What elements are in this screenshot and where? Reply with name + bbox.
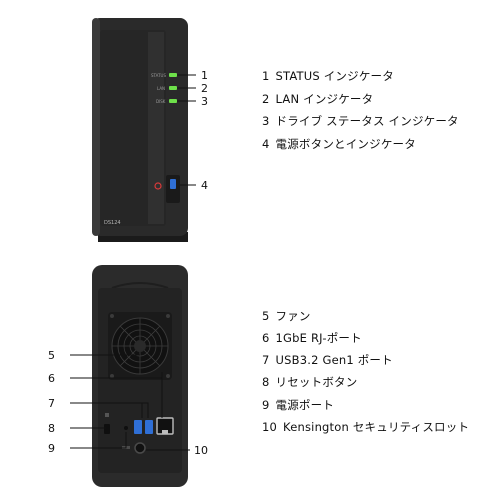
rear-view: 5 6 7 8 9 10 [48, 265, 208, 487]
led-label-status: STATUS [151, 73, 166, 78]
fan-screw [110, 374, 114, 378]
legend-number: 2 [262, 92, 270, 106]
legend-number: 10 [262, 420, 278, 434]
front-view: DS124 STATUS LAN DISK 1 2 3 4 [92, 18, 208, 242]
front-foot [98, 232, 188, 242]
legend-text: USB3.2 Gen1 ポート [275, 353, 393, 367]
legend-number: 3 [262, 114, 270, 128]
power-port [134, 442, 146, 454]
legend-text: 電源ポート [275, 398, 335, 412]
callout-6: 6 [48, 372, 55, 385]
callout-10: 10 [194, 444, 208, 457]
legend-text: STATUS インジケータ [275, 69, 394, 83]
front-panel-highlight [148, 32, 164, 224]
callout-4: 4 [201, 179, 208, 192]
legend-text: ドライブ ステータス インジケータ [275, 114, 459, 128]
power-led-icon [154, 182, 162, 190]
kensington-slot [104, 424, 110, 434]
reset-button [124, 426, 128, 430]
power-button [170, 179, 176, 189]
led-label-lan: LAN [157, 86, 165, 91]
callout-3: 3 [201, 95, 208, 108]
legend-number: 7 [262, 353, 270, 367]
fan-hub [134, 340, 146, 352]
legend-item-power-button: 4 電源ボタンとインジケータ [262, 136, 416, 152]
legend-number: 6 [262, 331, 270, 345]
front-chassis-edge [92, 18, 100, 236]
legend-number: 8 [262, 375, 270, 389]
rear-top-contour [111, 282, 169, 289]
legend-text: リセットボタン [275, 375, 358, 389]
fan-screw [110, 314, 114, 318]
callout-9: 9 [48, 442, 55, 455]
usb-port [145, 420, 153, 434]
callout-1: 1 [201, 69, 208, 82]
legend-number: 9 [262, 398, 270, 412]
legend-item-kensington: 10 Kensington セキュリティスロット [262, 419, 469, 435]
legend-item-fan: 5 ファン [262, 308, 311, 324]
status-led [169, 73, 177, 77]
legend-item-status: 1 STATUS インジケータ [262, 68, 394, 84]
rj45-port-tab [162, 430, 168, 434]
callout-8: 8 [48, 422, 55, 435]
legend-item-lan: 2 LAN インジケータ [262, 91, 373, 107]
legend-item-rj45: 6 1GbE RJ-ポート [262, 330, 362, 346]
callout-2: 2 [201, 82, 208, 95]
fan-screw [166, 374, 170, 378]
legend-number: 1 [262, 69, 270, 83]
legend-text: Kensington セキュリティスロット [283, 420, 470, 434]
callout-line-7b [142, 402, 149, 418]
legend-number: 5 [262, 309, 270, 323]
model-label: DS124 [104, 220, 121, 226]
fan-screw [166, 314, 170, 318]
disk-led [169, 99, 177, 103]
lock-icon [105, 413, 109, 417]
legend-text: ファン [275, 309, 311, 323]
legend-number: 4 [262, 137, 270, 151]
legend-item-drive-status: 3 ドライブ ステータス インジケータ [262, 113, 459, 129]
callout-5: 5 [48, 349, 55, 362]
led-label-disk: DISK [156, 99, 166, 104]
legend-item-usb: 7 USB3.2 Gen1 ポート [262, 352, 393, 368]
callout-line-9 [70, 432, 127, 449]
lan-led [169, 86, 177, 90]
legend-item-power-port: 9 電源ポート [262, 397, 334, 413]
legend-text: LAN インジケータ [275, 92, 374, 106]
usb-port [134, 420, 142, 434]
callout-7: 7 [48, 397, 55, 410]
legend-text: 電源ボタンとインジケータ [275, 137, 416, 151]
legend-item-reset: 8 リセットボタン [262, 374, 357, 390]
legend-text: 1GbE RJ-ポート [275, 331, 362, 345]
